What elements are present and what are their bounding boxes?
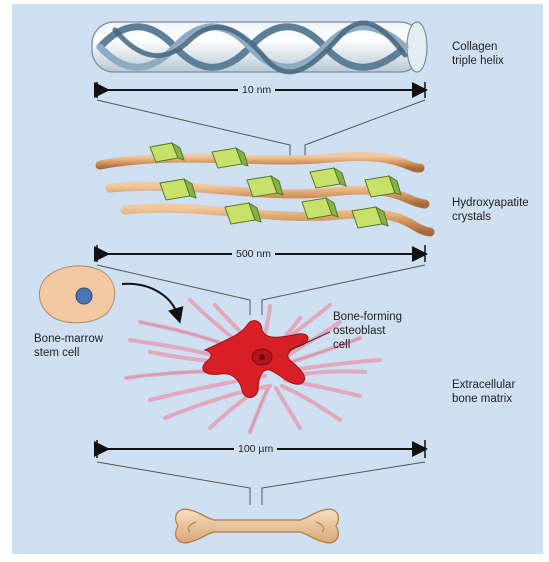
differentiation-arrow [122,284,178,316]
crystals-scale-label: 500 nm [232,248,275,260]
bone-marrow-stem-cell [39,266,114,323]
helix-scale-label: 10 nm [238,84,275,96]
hydroxyapatite-label: Hydroxyapatite crystals [452,196,529,224]
collagen-label: Collagen triple helix [452,40,504,68]
osteoblast-label: Bone-forming osteoblast cell [333,310,402,352]
collagen-triple-helix [92,22,427,72]
matrix-label: Extracellular bone matrix [452,378,515,406]
stem-cell-label: Bone-marrow stem cell [34,332,103,360]
bone [176,509,339,543]
matrix-scale-label: 100 µm [234,443,277,455]
